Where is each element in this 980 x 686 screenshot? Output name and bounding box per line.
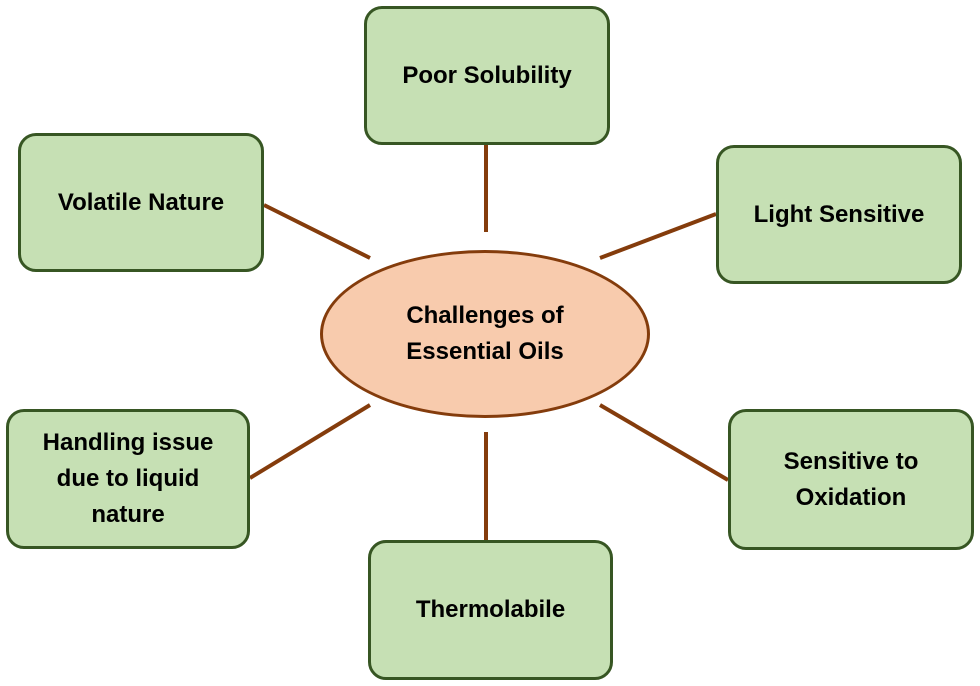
node-light-sensitive: Light Sensitive bbox=[716, 145, 962, 284]
node-label: Sensitive to Oxidation bbox=[783, 447, 919, 511]
node-label: Volatile Nature bbox=[57, 188, 225, 216]
connector-volatile-nature bbox=[263, 203, 371, 260]
center-label: Challenges of Essential Oils bbox=[406, 302, 564, 365]
connector-light-sensitive bbox=[599, 212, 717, 260]
node-label: Poor Solubility bbox=[402, 61, 572, 89]
node-thermolabile: Thermolabile bbox=[368, 540, 613, 680]
connector-handling-issue bbox=[248, 403, 372, 480]
node-poor-solubility: Poor Solubility bbox=[364, 6, 610, 145]
node-label: Thermolabile bbox=[415, 596, 566, 623]
node-sensitive-oxidation: Sensitive to Oxidation bbox=[728, 409, 974, 550]
center-concept: Challenges of Essential Oils bbox=[320, 250, 650, 418]
node-handling-issue: Handling issue due to liquid nature bbox=[6, 409, 250, 549]
node-label: Handling issue due to liquid nature bbox=[42, 429, 214, 528]
node-label: Light Sensitive bbox=[753, 200, 925, 228]
node-volatile-nature: Volatile Nature bbox=[18, 133, 264, 272]
connector-sensitive-oxidation bbox=[598, 403, 730, 482]
